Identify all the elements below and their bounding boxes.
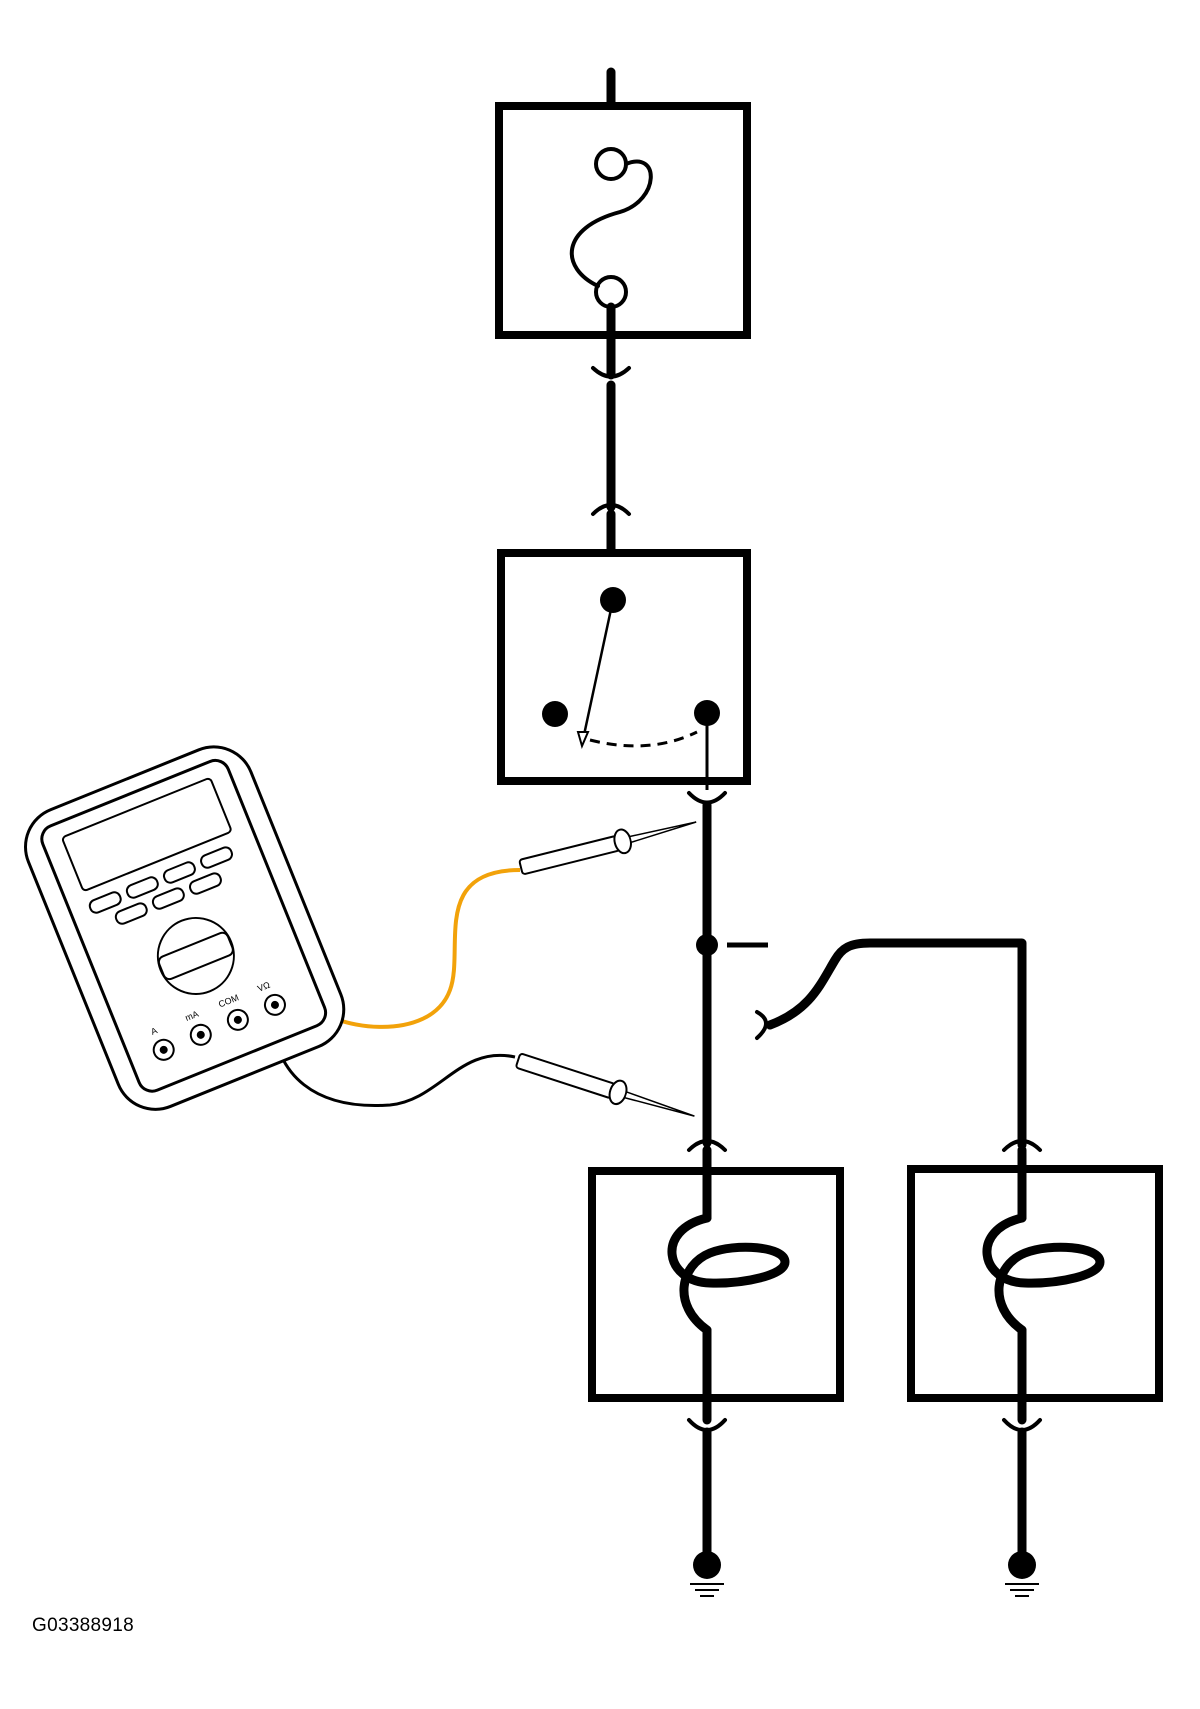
meter-dial-knob <box>157 931 234 981</box>
connector-branch <box>755 1010 768 1040</box>
fuse-terminal-top <box>594 147 628 181</box>
lamp-left <box>588 1145 844 1425</box>
ground-right <box>1005 1551 1039 1597</box>
jack-label-a: A <box>149 1025 158 1037</box>
connector-fuse-switch-top <box>591 366 631 379</box>
positive-test-lead <box>303 868 521 1029</box>
switch <box>497 549 751 790</box>
meter-input-jacks <box>152 993 286 1061</box>
lamp-right <box>907 1145 1163 1425</box>
meter-display <box>61 777 232 892</box>
jack-label-ma: mA <box>184 1009 200 1023</box>
switch-box <box>497 549 751 785</box>
ground-left <box>690 1551 724 1597</box>
fuse-element <box>569 159 653 288</box>
lamp-left-box <box>588 1167 844 1402</box>
jack-label-vohm: VΩ <box>256 980 272 994</box>
negative-probe <box>515 1053 695 1117</box>
switch-blade <box>582 599 615 736</box>
multimeter-icon: A mA COM VΩ <box>24 745 346 1111</box>
figure-id: G03388918 <box>32 1615 135 1636</box>
switch-arrow <box>576 731 590 749</box>
lamp-right-filament <box>982 1213 1105 1335</box>
lamp-left-filament <box>667 1213 790 1335</box>
connector-lamp-left-top <box>687 1139 727 1152</box>
switch-terminal-left <box>542 701 568 727</box>
fuse <box>495 67 751 339</box>
connector-fuse-switch-bottom <box>591 503 631 516</box>
fuse-box <box>495 102 751 339</box>
wire-branch-right <box>765 938 1027 1150</box>
switch-travel-arc <box>589 730 698 748</box>
splice-point <box>696 934 718 956</box>
connector-lamp-right-top <box>1002 1139 1042 1152</box>
positive-probe <box>518 821 697 875</box>
meter-buttons <box>88 846 233 925</box>
